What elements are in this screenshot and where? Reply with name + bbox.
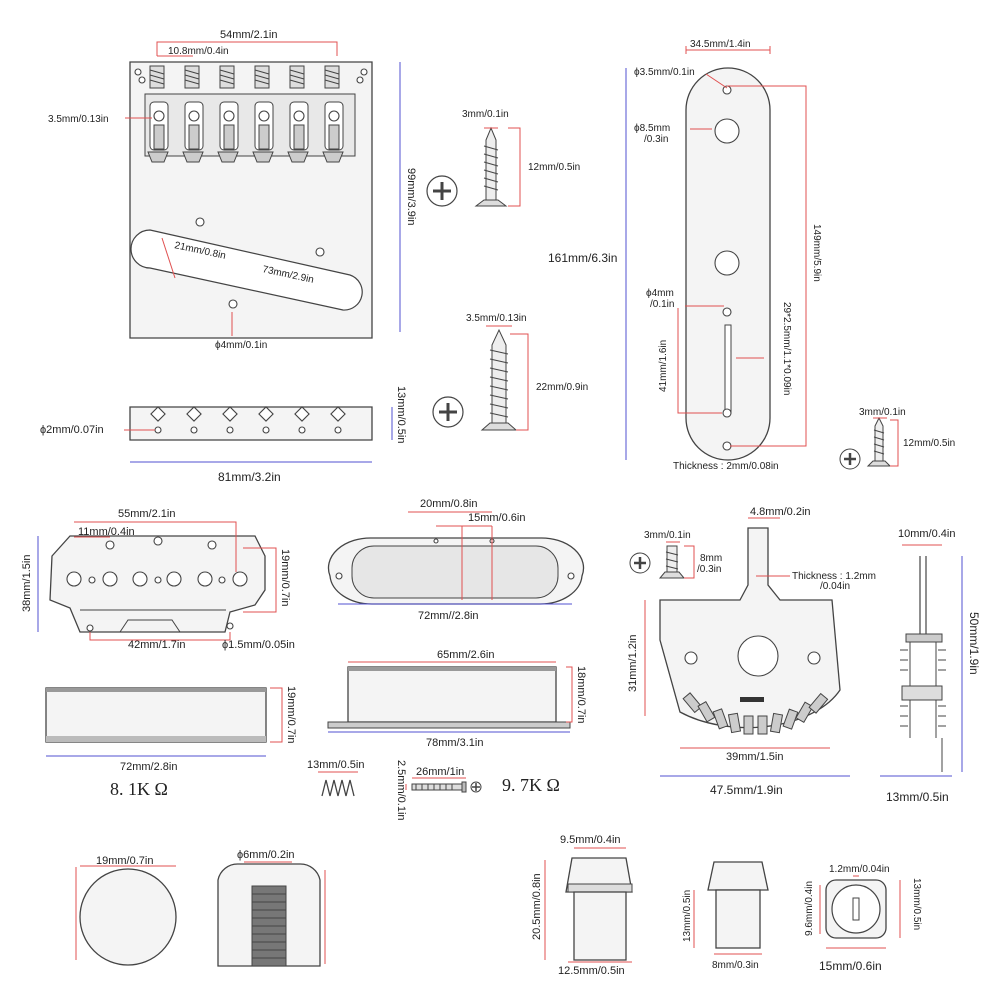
knob-shaft-label: ϕ6mm/0.2in: [237, 849, 295, 861]
tip-a-bottom-label: 12.5mm/0.5in: [558, 965, 625, 977]
screw-len-label: 26mm/1in: [416, 766, 464, 778]
sw-inner-width-label: 39mm/1.5in: [726, 751, 783, 763]
sw-outer-width-label: 47.5mm/1.9in: [710, 783, 783, 797]
rail-height-label: 13mm/0.5in: [395, 386, 407, 443]
bp-pole-height-label: 19mm/0.7in: [279, 549, 291, 606]
tip-c-slot-label: 1.2mm/0.04in: [829, 864, 890, 875]
bp-small-hole-label: ϕ1.5mm/0.05in: [222, 639, 295, 651]
sw-thickness-label-b: /0.04in: [820, 581, 850, 592]
screw-large: 3.5mm/0.13in 22mm/0.9in: [432, 313, 588, 431]
spring-and-screw: 13mm/0.5in 26mm/1in 2.5mm/0.1in 9. 7K Ω: [307, 759, 560, 821]
screw-plate: 3mm/0.1in 12mm/0.5in: [839, 407, 955, 470]
bp-width-label: 55mm/2.1in: [118, 508, 175, 520]
cover-height-label: 19mm/0.7in: [285, 686, 297, 743]
plate-thickness-label: Thickness : 2mm/0.08in: [673, 461, 779, 472]
small-screw-dia-label: 3mm/0.1in: [462, 109, 509, 120]
bridge-pickup: 55mm/2.1in 11mm/0.4in 19mm/0.7in 38mm/1.…: [21, 508, 295, 651]
switch-side-view: 10mm/0.4in 50mm/1.9in 13mm/0.5in: [880, 528, 981, 804]
plate-screw-len-label: 12mm/0.5in: [903, 438, 955, 449]
np-inner-label: 15mm/0.6in: [468, 512, 525, 524]
sw-side-depth-label: 13mm/0.5in: [886, 790, 949, 804]
screw-dia-label: 2.5mm/0.1in: [395, 760, 407, 821]
sw-side-height-label: 50mm/1.9in: [967, 612, 981, 675]
sw-screw-len-label-b: /0.3in: [697, 564, 721, 575]
sw-screw-len-label-a: 8mm: [700, 553, 722, 564]
saddles: [147, 65, 344, 163]
neck-cover: 65mm/2.6in 18mm/0.7in 78mm/3.1in: [327, 649, 587, 749]
spring-label: 13mm/0.5in: [307, 759, 364, 771]
sw-height-label: 31mm/1.2in: [627, 635, 639, 692]
rail-hole-label: ϕ2mm/0.07in: [40, 424, 104, 436]
tip-b-bottom-label: 8mm/0.3in: [712, 960, 759, 971]
nc-cover-height-label: 18mm/0.7in: [575, 666, 587, 723]
plate-switch-hole-label-b: /0.1in: [650, 299, 674, 310]
saddle-spacing-label: 10.8mm/0.4in: [168, 46, 229, 57]
switch-tip-a: 9.5mm/0.4in 20.5mm/0.8in 12.5mm/0.5in: [531, 834, 633, 977]
rail-width-label: 81mm/3.2in: [218, 470, 281, 484]
tip-c-width-label: 15mm/0.6in: [819, 959, 882, 973]
plate-screw-dia-label: 3mm/0.1in: [859, 407, 906, 418]
sw-side-width-label: 10mm/0.4in: [898, 528, 955, 540]
np-resistance-label: 9. 7K Ω: [502, 775, 560, 795]
bridge-height-label: 99mm/3.9in: [405, 168, 417, 225]
np-width-label: 72mm//2.8in: [418, 610, 479, 622]
plate-pot-hole-label-a: ϕ8.5mm: [634, 123, 670, 134]
bp-base-width-label: 42mm/1.7in: [128, 639, 185, 651]
sw-screw-dia-label: 3mm/0.1in: [644, 530, 691, 541]
mount-hole-label: ϕ4mm/0.1in: [215, 340, 267, 351]
plate-pot-hole-label-b: /0.3in: [644, 134, 668, 145]
sw-tip-label: 4.8mm/0.2in: [750, 506, 811, 518]
large-screw-len-label: 22mm/0.9in: [536, 382, 588, 393]
cover-width-label: 72mm/2.8in: [120, 761, 177, 773]
tip-a-top-label: 9.5mm/0.4in: [560, 834, 621, 846]
bridge-plate: 54mm/2.1in 10.8mm/0.4in 3.5mm/0.13in 21m…: [48, 29, 417, 351]
bp-height-label: 38mm/1.5in: [21, 555, 33, 612]
bp-pole-spacing-label: 11mm/0.4in: [78, 526, 135, 538]
bridge-rail: ϕ2mm/0.07in 81mm/3.2in 13mm/0.5in: [40, 386, 407, 484]
control-plate: 34.5mm/1.4in ϕ3.5mm/0.1in ϕ8.5mm /0.3in …: [548, 39, 822, 472]
large-screw-dia-label: 3.5mm/0.13in: [466, 313, 527, 324]
plate-width-label: 34.5mm/1.4in: [690, 39, 751, 50]
plate-switch-hole-label-a: ϕ4mm: [646, 288, 674, 299]
switch-tip-b: 13mm/0.5in 8mm/0.3in: [682, 861, 769, 971]
plate-slot-size-label: 29*2.5mm/1.1*0.09in: [781, 302, 792, 395]
neck-pickup: 20mm/0.8in 15mm/0.6in 72mm//2.8in: [327, 498, 585, 622]
plate-inner-length-label: 149mm/5.9in: [811, 224, 822, 282]
nc-cover-width-label: 65mm/2.6in: [437, 649, 494, 661]
tip-b-height-label: 13mm/0.5in: [682, 890, 693, 942]
np-top-label: 20mm/0.8in: [420, 498, 477, 510]
plate-small-hole-label: ϕ3.5mm/0.1in: [634, 67, 695, 78]
tip-c-inner-label: 9.6mm/0.4in: [804, 881, 815, 936]
switch-tip-c: 1.2mm/0.04in 9.6mm/0.4in 13mm/0.5in 15mm…: [804, 864, 922, 973]
selector-switch: 3mm/0.1in 8mm /0.3in 4.8mm/0.2in Thickne…: [627, 506, 876, 797]
tip-a-height-label: 20.5mm/0.8in: [531, 873, 543, 940]
sw-thickness-label-a: Thickness : 1.2mm: [792, 571, 876, 582]
bp-resistance-label: 8. 1K Ω: [110, 779, 168, 799]
knob-dia-label: 19mm/0.7in: [96, 855, 153, 867]
screw-small: 3mm/0.1in 12mm/0.5in: [426, 109, 580, 207]
bridge-cover: 19mm/0.7in 72mm/2.8in 8. 1K Ω: [45, 686, 297, 799]
bridge-hole-label: 3.5mm/0.13in: [48, 114, 109, 125]
tip-c-height-label: 13mm/0.5in: [911, 878, 922, 930]
knob: 19mm/0.7in ϕ6mm/0.2in: [75, 849, 326, 967]
plate-length-label: 161mm/6.3in: [548, 251, 617, 265]
nc-base-width-label: 78mm/3.1in: [426, 737, 483, 749]
plate-slot-length-label: 41mm/1.6in: [658, 340, 669, 392]
small-screw-len-label: 12mm/0.5in: [528, 162, 580, 173]
bridge-width-label: 54mm/2.1in: [220, 29, 277, 41]
